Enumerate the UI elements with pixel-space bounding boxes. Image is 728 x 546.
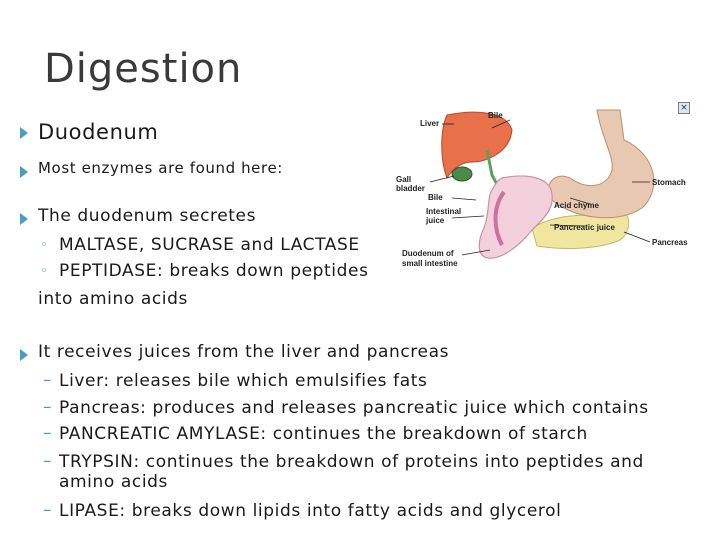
sub-bullet-trypsin-cont: amino acids	[59, 472, 169, 492]
bullet-arrow-icon	[20, 127, 28, 139]
pancreas-shape	[531, 211, 630, 249]
sub-bullet-amylase: PANCREATIC AMYLASE: continues the breakd…	[59, 424, 588, 444]
label-gall-1: Gall	[396, 175, 411, 184]
bullet-duodenum: Duodenum	[38, 120, 159, 144]
label-pancreatic-juice: Pancreatic juice	[554, 223, 615, 232]
digestive-system-diagram: Liver Bile Gall bladder Bile Intestinal …	[396, 109, 688, 268]
dash-bullet-icon: –	[43, 397, 52, 417]
bullet-arrow-icon	[20, 166, 28, 178]
sub-bullet-pancreas: Pancreas: produces and releases pancreat…	[59, 398, 649, 418]
sub-bullet-maltase: MALTASE, SUCRASE and LACTASE	[59, 235, 360, 255]
bullet-enzymes: Most enzymes are found here:	[38, 159, 283, 177]
bullet-arrow-icon	[20, 213, 28, 225]
label-intestinal-1: Intestinal	[426, 207, 461, 216]
label-duodenum-1: Duodenum of	[402, 249, 454, 258]
sub-bullet-peptidase-cont: into amino acids	[38, 289, 188, 309]
dash-bullet-icon: –	[43, 370, 52, 390]
label-stomach: Stomach	[652, 178, 686, 187]
label-pancreas: Pancreas	[652, 238, 688, 247]
slide-title: Digestion	[44, 46, 243, 92]
liver-shape	[441, 111, 513, 180]
sub-bullet-peptidase: PEPTIDASE: breaks down peptides	[59, 261, 369, 281]
label-liver: Liver	[420, 119, 439, 128]
bullet-arrow-icon	[20, 349, 28, 361]
label-bile-mid: Bile	[428, 193, 443, 202]
sub-bullet-ring-icon: ◦	[40, 264, 48, 279]
gall-bladder-shape	[451, 166, 473, 182]
dash-bullet-icon: –	[43, 500, 52, 520]
label-intestinal-2: juice	[425, 216, 445, 225]
dash-bullet-icon: –	[43, 451, 52, 471]
sub-bullet-trypsin: TRYPSIN: continues the breakdown of prot…	[59, 452, 644, 472]
duodenum-inner	[493, 190, 506, 246]
sub-bullet-lipase: LIPASE: breaks down lipids into fatty ac…	[59, 501, 562, 521]
label-duodenum-2: small intestine	[402, 259, 458, 268]
label-gall-2: bladder	[396, 184, 425, 193]
label-bile-top: Bile	[488, 111, 503, 120]
sub-bullet-ring-icon: ◦	[40, 238, 48, 253]
bullet-juices: It receives juices from the liver and pa…	[38, 342, 450, 362]
sub-bullet-liver: Liver: releases bile which emulsifies fa…	[59, 371, 428, 391]
dash-bullet-icon: –	[43, 423, 52, 443]
close-icon[interactable]: ×	[678, 102, 690, 114]
label-acid-chyme: Acid chyme	[554, 201, 599, 210]
bullet-secretes: The duodenum secretes	[38, 206, 257, 226]
